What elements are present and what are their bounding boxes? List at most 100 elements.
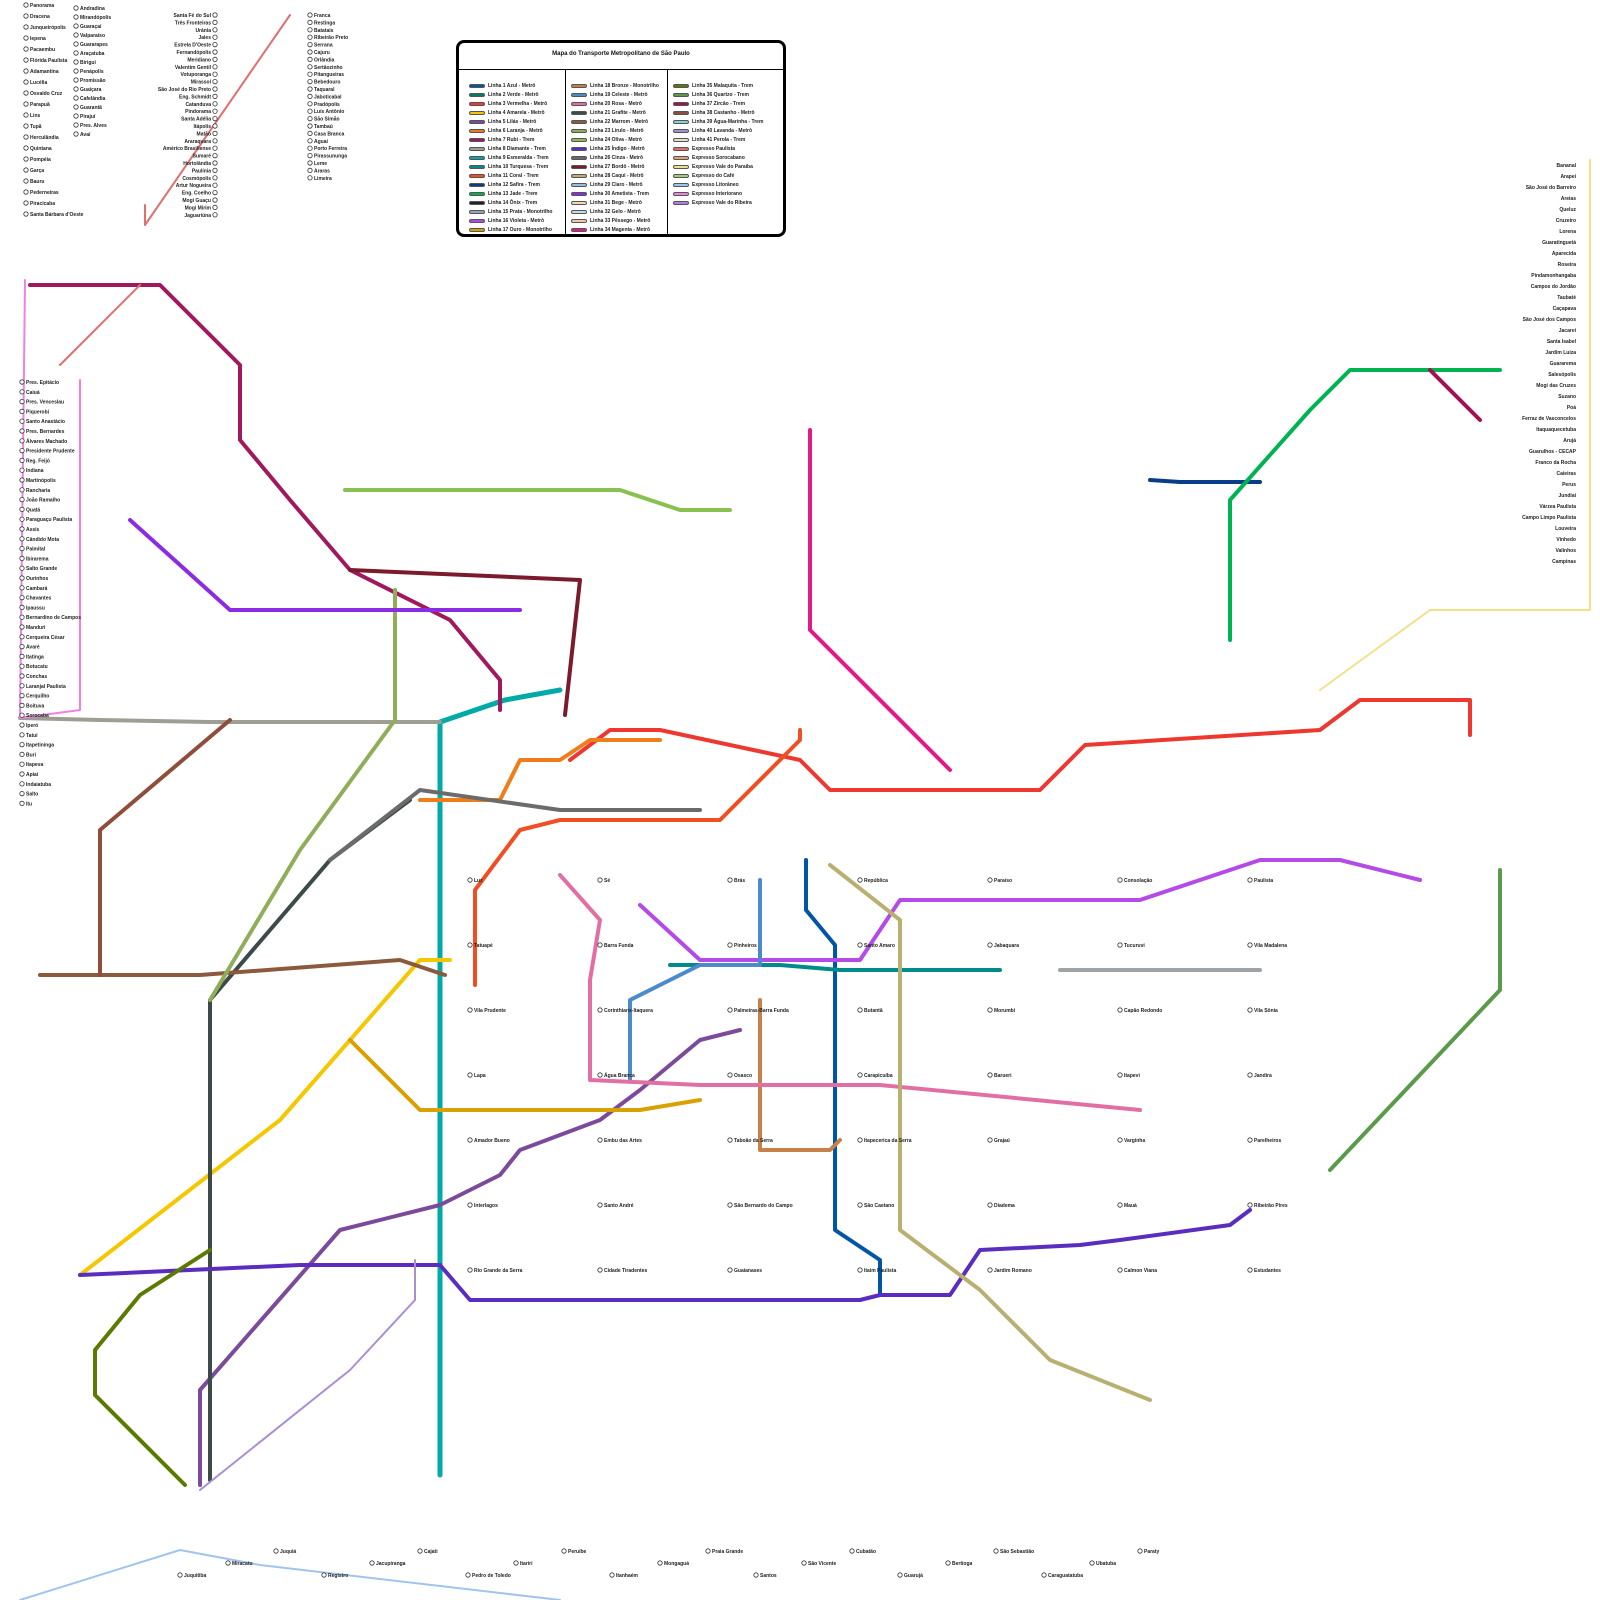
station-dot [562, 1549, 566, 1553]
legend-swatch [571, 210, 587, 214]
station-label: Luís Antônio [314, 109, 344, 115]
station-dot [308, 35, 312, 39]
legend-label: Expresso Vale do Paraíba [692, 164, 753, 170]
station-label: Bernardino de Campos [26, 615, 81, 621]
station-dot [24, 47, 28, 51]
station-label: Guarulhos - CECAP [1529, 449, 1577, 455]
station-label: Paraíso [994, 878, 1012, 884]
station-label: Eng. Coelho [182, 191, 211, 197]
legend-label: Linha 13 Jade - Trem [488, 191, 537, 197]
station-label: Lapa [474, 1073, 486, 1079]
station-label: Paulista [1254, 878, 1273, 884]
station-dot [213, 13, 217, 17]
legend-swatch [571, 138, 587, 142]
station-label: Praia Grande [712, 1549, 743, 1555]
station-label: Caiuá [26, 390, 40, 396]
station-dot [898, 1573, 902, 1577]
station-label: Miracatu [232, 1561, 253, 1567]
station-label: Salesópolis [1548, 372, 1576, 378]
station-dot [24, 201, 28, 205]
station-label: Santa Bárbara d'Oeste [30, 212, 84, 218]
legend-label: Linha 2 Verde - Metrô [488, 92, 539, 98]
station-dot [274, 1549, 278, 1553]
station-label: Pirajuí [80, 114, 96, 120]
legend-item: Linha 38 Castanho - Metrô [673, 108, 773, 117]
station-label: Valentim Gentil [175, 65, 212, 71]
station-label: São José do Rio Preto [158, 87, 211, 93]
station-label: Três Fronteiras [175, 20, 211, 26]
legend-item: Linha 33 Pêssego - Metrô [571, 216, 671, 225]
legend-swatch [673, 165, 689, 169]
legend-label: Linha 39 Água-Marinha - Trem [692, 119, 763, 125]
station-label: Cruzeiro [1556, 218, 1576, 224]
station-label: Amador Bueno [474, 1138, 510, 1144]
station-label: Garça [30, 168, 44, 174]
station-label: Registro [328, 1573, 348, 1579]
legend-item: Linha 1 Azul - Metrô [469, 81, 569, 90]
station-label: Pirassununga [314, 154, 347, 160]
station-label: Santo Anastácio [26, 419, 65, 425]
legend-label: Expresso Vale do Ribeira [692, 200, 752, 206]
station-dot [20, 782, 24, 786]
legend-label: Linha 9 Esmeralda - Trem [488, 155, 549, 161]
legend-label: Linha 20 Rosa - Metrô [590, 101, 642, 107]
station-dot [74, 123, 78, 127]
station-label: Bananal [1557, 163, 1577, 169]
station-dot [213, 65, 217, 69]
legend-swatch [469, 111, 485, 115]
station-label: Bebedouro [314, 80, 340, 86]
station-label: Conchas [26, 674, 47, 680]
station-dot [74, 51, 78, 55]
station-label: Campinas [1552, 559, 1576, 565]
transit-line [210, 800, 410, 1480]
station-label: Guararapes [80, 42, 108, 48]
station-dot [20, 429, 24, 433]
legend-item: Linha 41 Perola - Trem [673, 135, 773, 144]
legend-swatch [571, 192, 587, 196]
station-label: São Caetano [864, 1203, 894, 1209]
station-dot [468, 878, 472, 882]
legend-label: Linha 29 Claro - Metrô [590, 182, 643, 188]
station-label: Rancharia [26, 488, 50, 494]
station-label: Vinhedo [1556, 537, 1576, 543]
station-dot [20, 693, 24, 697]
legend-item: Linha 2 Verde - Metrô [469, 90, 569, 99]
station-label: Itapeva [26, 762, 43, 768]
station-dot [308, 161, 312, 165]
station-dot [1248, 1268, 1252, 1272]
station-label: Ribeirão Pires [1254, 1203, 1288, 1209]
station-label: Guaraçaí [80, 24, 102, 30]
station-label: Valinhos [1555, 548, 1576, 554]
station-dot [213, 213, 217, 217]
legend-label: Linha 21 Grafite - Metrô [590, 110, 646, 116]
station-dot [994, 1549, 998, 1553]
station-label: Consolação [1124, 878, 1152, 884]
transit-line [1430, 370, 1480, 420]
legend-column-2: Linha 18 Bronze - MonotrilhoLinha 19 Cel… [571, 81, 671, 234]
station-dot [24, 135, 28, 139]
station-dot [598, 1073, 602, 1077]
station-dot [598, 1138, 602, 1142]
station-dot [308, 13, 312, 17]
station-label: Pres. Epitácio [26, 380, 59, 386]
station-label: Ubatuba [1096, 1561, 1116, 1567]
station-dot [20, 556, 24, 560]
transit-line [30, 285, 500, 710]
station-dot [946, 1561, 950, 1565]
station-label: Martinópolis [26, 478, 56, 484]
station-dot [858, 1203, 862, 1207]
station-dot [20, 390, 24, 394]
station-dot [24, 58, 28, 62]
legend-label: Linha 19 Celeste - Metrô [590, 92, 648, 98]
legend-item: Linha 24 Oliva - Metrô [571, 135, 671, 144]
station-dot [728, 943, 732, 947]
station-label: Guararema [1550, 361, 1577, 367]
legend-swatch [469, 201, 485, 205]
station-label: Itápolis [193, 124, 211, 130]
station-dot [468, 943, 472, 947]
legend-item: Linha 21 Grafite - Metrô [571, 108, 671, 117]
station-label: Bauru [30, 179, 44, 185]
station-label: Jardim Luiza [1545, 350, 1576, 356]
legend-item: Expresso Litorâneo [673, 180, 773, 189]
